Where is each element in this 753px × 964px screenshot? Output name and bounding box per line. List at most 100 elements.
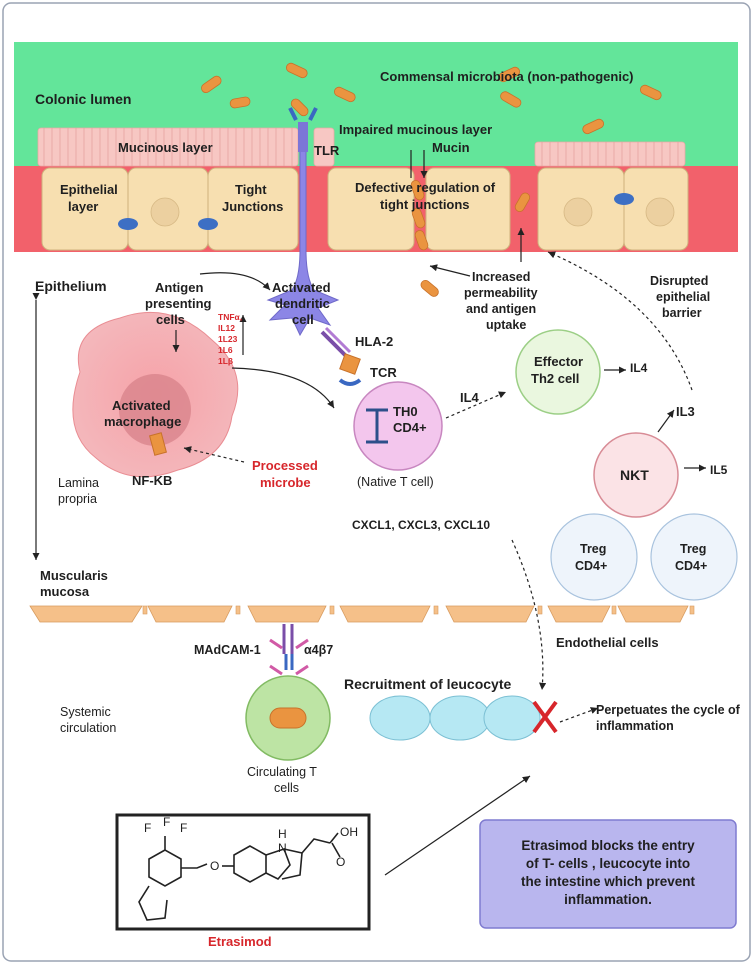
note-line-4: inflammation. (564, 892, 652, 907)
lamina-label-1: Lamina (58, 476, 99, 490)
hla2-label: HLA-2 (355, 334, 393, 349)
tcr-label: TCR (370, 365, 397, 380)
atom-f3: F (180, 821, 187, 835)
t-cell-nucleus (269, 707, 307, 729)
muscularis-label-1: Muscularis (40, 568, 108, 583)
epithelium-label: Epithelium (35, 278, 107, 294)
muscularis-label-2: mucosa (40, 584, 90, 599)
note-line-3: the intestine which prevent (521, 874, 696, 889)
commensal-label: Commensal microbiota (non-pathogenic) (380, 69, 634, 84)
block-x-icon (532, 700, 558, 734)
dendritic-label-1: Activated (272, 280, 331, 295)
dendritic-label-3: cell (292, 312, 314, 327)
activated-macrophage (72, 311, 239, 478)
endothelial-junctions (142, 605, 695, 615)
native-t-label: (Native T cell) (357, 475, 434, 489)
mucus-stripes (43, 128, 679, 166)
etrasimod-structure-box (115, 813, 371, 931)
endothelial-layer (29, 605, 689, 623)
tlr-label: TLR (314, 143, 340, 158)
bacteria (201, 62, 662, 297)
nfkb-label: NF-KB (132, 473, 172, 488)
treg2-label-2: CD4+ (675, 559, 707, 573)
tight-junctions-label-2: Junctions (222, 199, 283, 214)
atom-o2: O (336, 855, 345, 869)
nkt-label: NKT (620, 467, 649, 483)
defective-label-2: tight junctions (380, 197, 470, 212)
dendritic-label-2: dendritic (275, 296, 330, 311)
th0-label: TH0 (393, 404, 418, 419)
madcam-integrin (269, 624, 309, 676)
a4b7-label: α4β7 (304, 643, 333, 657)
systemic-label-1: Systemic (60, 705, 111, 719)
note-line-2: of T- cells , leucocyte into (526, 856, 690, 871)
atom-h: H (278, 827, 287, 841)
atom-f1: F (144, 821, 151, 835)
perm-label-3: and antigen (466, 302, 536, 316)
perm-label-4: uptake (486, 318, 526, 332)
cytokine-3: 1L23 (218, 334, 238, 344)
arrows (32, 150, 706, 876)
cxcl-label: CXCL1, CXCL3, CXCL10 (352, 518, 490, 532)
cytokine-5: 1Lβ (218, 356, 233, 366)
effector-label-2: Th2 cell (531, 371, 579, 386)
cd4-label: CD4+ (393, 420, 427, 435)
cytokine-4: 1L6 (218, 345, 233, 355)
defective-label-1: Defective regulation of (355, 180, 496, 195)
recruitment-label: Recruitment of leucocyte (344, 676, 511, 692)
lamina-label-2: propria (58, 492, 97, 506)
tight-junctions-label-1: Tight (235, 182, 267, 197)
disrupted-label-3: barrier (662, 306, 702, 320)
epithelial-cells (41, 167, 689, 251)
endothelial-label: Endothelial cells (556, 635, 659, 650)
cell-nuclei (150, 197, 675, 227)
il5-label: IL5 (710, 463, 728, 477)
cytokine-2: IL12 (218, 323, 235, 333)
etrasimod-structure (138, 832, 341, 921)
leucocytes (369, 695, 541, 741)
dendritic-cell (266, 107, 340, 337)
treg1-label-2: CD4+ (575, 559, 607, 573)
circulating-label-1: Circulating T (247, 765, 317, 779)
apc-label-2: presenting (145, 296, 212, 311)
etrasimod-label: Etrasimod (208, 934, 272, 949)
treg-cell-1 (550, 513, 638, 601)
epithelial-label-1: Epithelial (60, 182, 118, 197)
labels: Colonic lumen Commensal microbiota (non-… (35, 69, 741, 949)
perpetuates-label-2: inflammation (596, 719, 674, 733)
epithelial-label-2: layer (68, 199, 98, 214)
madcam-label: MAdCAM-1 (194, 643, 261, 657)
systemic-label-2: circulation (60, 721, 116, 735)
perm-label-1: Increased (472, 270, 530, 284)
il4-right-label: IL4 (630, 361, 648, 375)
mucinous-layer-label: Mucinous layer (118, 140, 213, 155)
th0-cell (353, 381, 443, 471)
effector-label-1: Effector (534, 354, 583, 369)
atom-o: O (210, 859, 219, 873)
macrophage-label-1: Activated (112, 398, 171, 413)
macrophage-label-2: macrophage (104, 414, 181, 429)
note-line-1: Etrasimod blocks the entry (521, 838, 695, 853)
treg2-label-1: Treg (680, 542, 706, 556)
nkt-cell (593, 432, 679, 518)
treg-cell-2 (650, 513, 738, 601)
perpetuates-label-1: Perpetuates the cycle of (596, 703, 741, 717)
hla-tcr-complex (320, 326, 362, 386)
mucinous-layer-right (534, 141, 686, 167)
circulating-label-2: cells (274, 781, 299, 795)
atom-n: N (278, 841, 287, 855)
disrupted-label-1: Disrupted (650, 274, 708, 288)
apc-label-1: Antigen (155, 280, 203, 295)
il3-label: IL3 (676, 404, 695, 419)
atom-oh: OH (340, 825, 358, 839)
treg1-label-1: Treg (580, 542, 606, 556)
disrupted-label-2: epithelial (656, 290, 710, 304)
tight-junction-proteins (118, 193, 634, 230)
impaired-mucinous-label: Impaired mucinous layer (339, 122, 492, 137)
perm-label-2: permeability (464, 286, 538, 300)
processed-label-1: Processed (252, 458, 318, 473)
colonic-lumen-label: Colonic lumen (35, 91, 131, 107)
inhibition-bar (366, 408, 388, 444)
